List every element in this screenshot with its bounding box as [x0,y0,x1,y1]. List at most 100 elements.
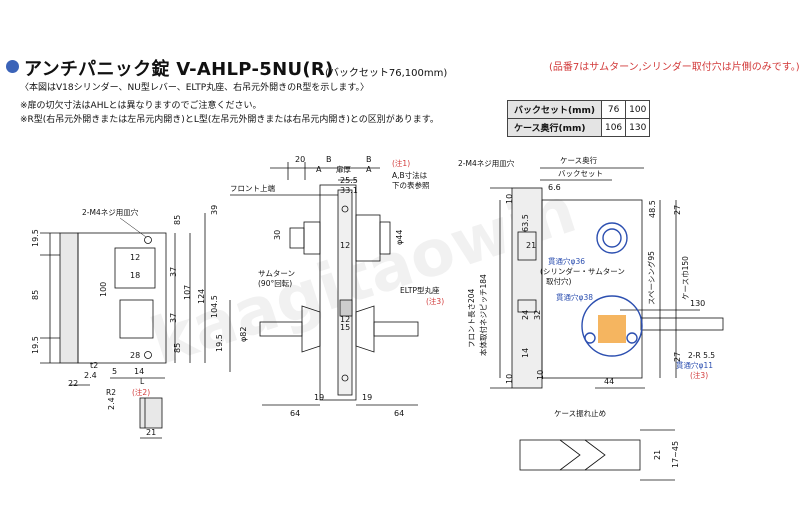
thru36-label: 貫通穴φ36 [548,256,585,266]
case-stopper-shape [559,439,606,471]
front-plate-side [59,232,79,364]
dim-label: 85 [173,215,182,225]
deadbolt-opening [119,299,154,339]
dim-label: 21 [653,450,662,460]
thru38-label: 貫通穴φ38 [556,292,593,302]
thumbturn-rose [303,221,321,255]
thru36-sub-label-1: (シリンダー・サムターン [540,266,625,276]
dim-label: A [366,165,372,174]
dim-label: 100 [99,282,108,297]
table-row: ケース奥行(mm) 106 130 [507,118,651,137]
screw-hole-icon [626,332,638,344]
door-thickness-label: 扉厚 [336,164,351,174]
note-line-3: ※R型(右吊元外開きまたは左吊元内開き)とL型(左吊元外開きまたは右吊元内開き)… [20,115,439,125]
dim-label: 10 [505,194,514,204]
note3-label-right: (注3) [690,370,708,380]
dim-label: 14 [521,348,530,358]
eltp-rose-right [355,305,375,353]
dim-label: 19.5 [31,229,40,247]
dim-label: t2 [90,361,98,370]
dim-label: 37 [169,313,178,323]
dim-label: A [316,165,322,174]
thumbturn-sub-label: (90°回転) [258,279,292,288]
dim-label: 12 [340,315,350,324]
dim-label: φ44 [395,230,404,245]
dim-label: 44 [604,377,614,386]
dim-label: 18 [130,271,140,280]
screw-hole-icon [584,332,596,344]
dim-label: 19 [362,393,372,402]
case-stop-label: ケース振れ止め [554,408,606,418]
dim-label: 33.1 [340,186,358,195]
front-plate-right [511,187,543,389]
dim-label: 5 [112,367,117,376]
latch-opening [114,247,156,289]
table-cell: 130 [625,118,651,137]
title-bullet-icon [6,60,19,73]
cylinder-hole-icon [596,222,628,254]
eltp-label: ELTP型丸座 [400,285,440,295]
deadbolt [517,231,537,261]
spindle [339,299,353,317]
dim-label: 20 [295,155,305,164]
dim-label: 39 [210,205,219,215]
front-plate-profile [139,397,163,429]
dim-label: 27 [673,205,682,215]
dim-label: 19 [314,393,324,402]
dim-label: 63.5 [521,214,530,232]
backset-label: バックセット [558,169,603,178]
cylinder-core-icon [602,228,622,248]
spec-table: バックセット(mm) 76 100 ケース奥行(mm) 106 130 [507,100,651,137]
product-subtitle: (バックセット76,100mm) [325,68,448,79]
r2-label: R2 [106,388,116,397]
table-cell: 100 [625,100,651,119]
table-cell: 106 [600,118,627,137]
red-note: (品番7はサムターン,シリンダー取付穴は片側のみです。) [549,62,800,73]
door-section [319,184,357,401]
dim-label: 2.4 [84,371,97,380]
dim-label: 10 [536,370,545,380]
dim-label: 27 [673,352,682,362]
dim-label: B [366,155,372,164]
dim-label: B [326,155,332,164]
dim-label: 15 [340,323,350,332]
screw-pitch-label: 本体取付ネジピッチ184 [478,274,488,356]
dim-label: 124 [197,289,206,304]
ab-note-2: 下の表参照 [392,180,430,190]
case-stopper-detail [519,439,641,471]
lock-case-body [541,199,643,379]
note-line-2: ※扉の切欠寸法はAHLとは異なりますのでご注意ください。 [20,101,262,111]
table-row: バックセット(mm) 76 100 [507,100,651,119]
thru36-sub-label-2: 取付穴) [546,276,571,286]
dim-label: 37 [169,267,178,277]
front-top-label: フロント上端 [230,183,275,193]
dim-label: 85 [31,290,40,300]
note2-label: (注2) [132,387,150,397]
dim-label: 21 [146,428,156,437]
dim-label: 64 [394,409,404,418]
dim-label: 107 [183,285,192,300]
dim-label: 14 [134,367,144,376]
table-cell: バックセット(mm) [507,100,602,119]
dim-label: 19.5 [31,336,40,354]
dim-label: 22 [68,379,78,388]
dim-label: 25.5 [340,176,358,185]
product-title: アンチパニック錠 V-AHLP-5NU(R) [24,59,334,80]
dim-label: 6.6 [548,183,561,192]
thumbturn-knob [289,227,305,249]
cylinder-face [379,221,391,255]
dim-label: 64 [290,409,300,418]
r55-label: 2-R 5.5 [688,351,715,360]
latch-bolt [517,299,537,313]
lock-case-section [337,189,353,396]
case-depth-label: ケース奥行 [560,155,598,165]
screw-hole-icon [144,351,152,359]
screw-hole-icon [144,236,152,244]
dim-label: 32 [533,310,542,320]
dim-label: 21 [526,241,536,250]
ab-note-1: A,B寸法は [392,170,428,180]
dim-label: 12 [340,241,350,250]
dim-label: 85 [173,343,182,353]
